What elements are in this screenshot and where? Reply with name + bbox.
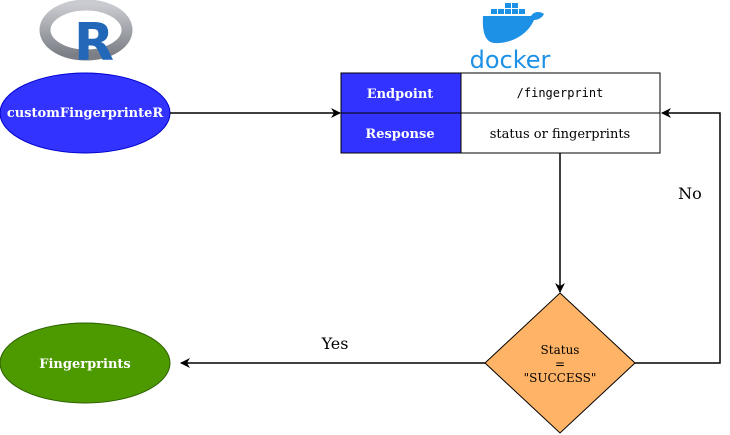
- result-node-label: Fingerprints: [39, 357, 130, 372]
- decision-node: Status = "SUCCESS": [484, 292, 636, 434]
- decision-label-line2: =: [555, 357, 565, 371]
- result-node-shape: [0, 322, 171, 404]
- edge-label-yes: Yes: [321, 334, 349, 353]
- table-value-response: status or fingerprints: [490, 127, 630, 142]
- r-logo-letter: R: [74, 13, 114, 73]
- edge-label-no: No: [678, 184, 702, 203]
- decision-label-line1: Status: [541, 343, 580, 357]
- r-logo-ring: [39, 0, 133, 61]
- decision-label-line3: "SUCCESS": [524, 371, 597, 385]
- docker-logo-wordmark: docker: [470, 46, 551, 74]
- r-logo: R: [39, 0, 133, 73]
- edge-decision-no-loop: [635, 108, 721, 364]
- table-key-cell-endpoint: [340, 72, 462, 114]
- endpoint-table: Endpoint /fingerprint Response status or…: [340, 72, 661, 154]
- decision-node-shape: [484, 292, 636, 434]
- table-key-cell-response: [340, 112, 462, 154]
- table-key-endpoint: Endpoint: [367, 87, 434, 102]
- table-value-cell-response: [460, 112, 661, 154]
- client-node: customFingerprinteR: [0, 72, 171, 154]
- table-value-endpoint: /fingerprint: [517, 86, 604, 100]
- docker-logo: docker: [470, 3, 551, 74]
- result-node: Fingerprints: [0, 322, 171, 404]
- client-node-label: customFingerprinteR: [7, 106, 164, 121]
- docker-whale-icon: [482, 3, 544, 44]
- table-key-response: Response: [365, 127, 434, 142]
- edges: [170, 108, 721, 368]
